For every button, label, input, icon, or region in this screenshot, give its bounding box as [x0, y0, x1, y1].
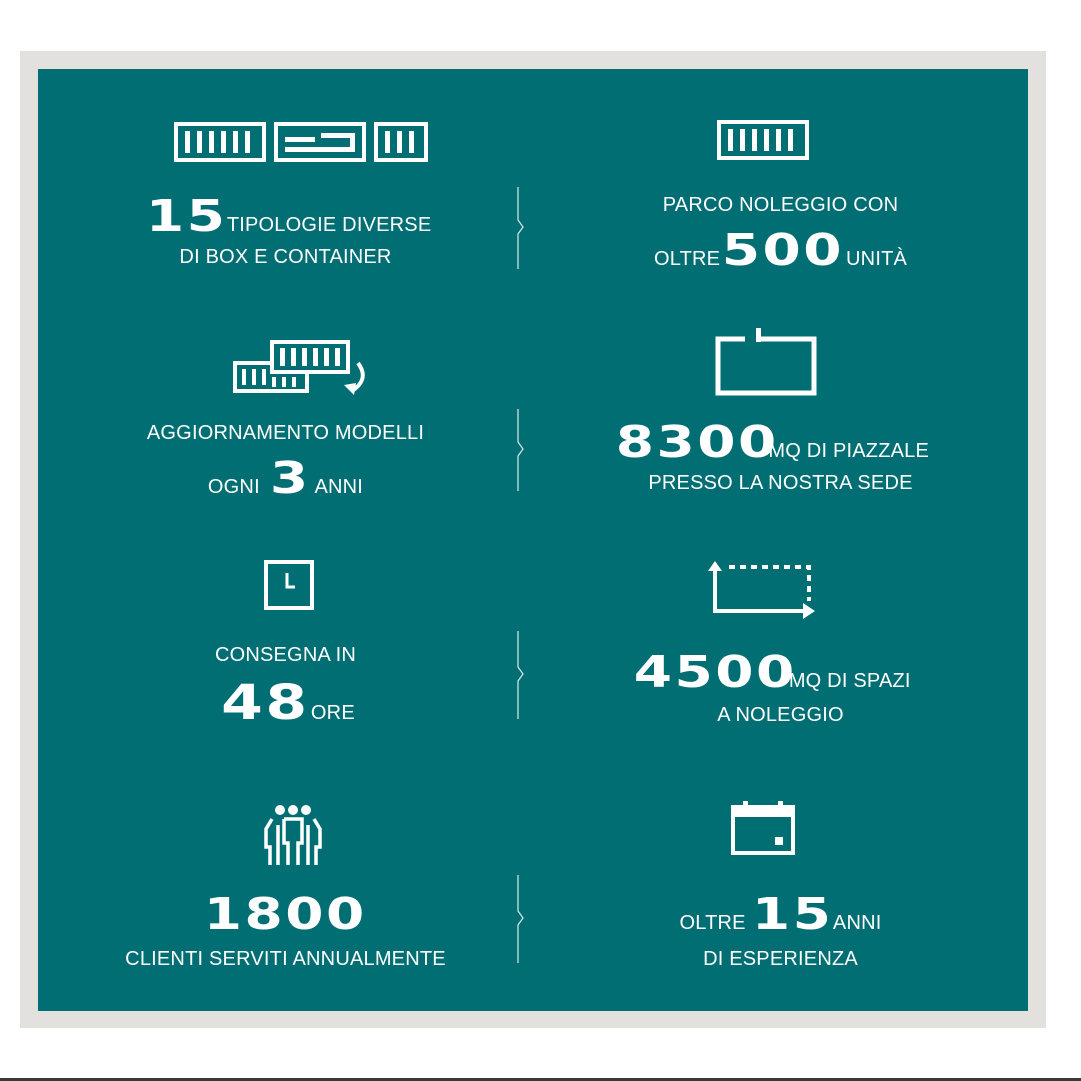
stat-label: ANNI — [314, 476, 364, 498]
stat-label: UNITÀ — [846, 248, 908, 270]
stat-label: CLIENTI SERVITI ANNUALMENTE — [125, 948, 446, 970]
stat-box-types: 15TIPOLOGIE DIVERSE DI BOX E CONTAINER — [38, 69, 533, 289]
stat-number: 4500 — [634, 647, 798, 698]
stat-number: 15 — [145, 191, 227, 242]
clock-icon — [264, 560, 314, 610]
stat-yard-area: 8300MQ DI PIAZZALE PRESSO LA NOSTRA SEDE — [533, 299, 1028, 519]
stat-label: MQ DI PIAZZALE — [768, 440, 930, 462]
container-icon — [717, 120, 809, 160]
container-swap-icon — [233, 340, 365, 395]
stat-delivery: CONSEGNA IN 48ORE — [38, 529, 533, 749]
stat-label: ORE — [310, 702, 355, 724]
stat-label: DI BOX E CONTAINER — [179, 246, 392, 268]
stat-number: 8300 — [615, 417, 779, 468]
stat-label: OLTRE — [679, 912, 746, 934]
stat-label: MQ DI SPAZI — [788, 670, 911, 692]
divider — [517, 187, 524, 269]
containers-icon — [174, 122, 428, 162]
stat-number: 1800 — [203, 889, 368, 940]
stat-rental-fleet: PARCO NOLEGGIO CON OLTRE500UNITÀ — [533, 69, 1028, 289]
stat-clients: 1800 CLIENTI SERVITI ANNUALMENTE — [38, 769, 533, 999]
stat-label: PRESSO LA NOSTRA SEDE — [648, 472, 913, 494]
stat-label: CONSEGNA IN — [214, 644, 357, 666]
divider — [517, 409, 524, 491]
yard-outline-icon — [715, 328, 817, 396]
stat-label: OLTRE — [653, 248, 721, 270]
bottom-border — [0, 1078, 1081, 1081]
stat-label: TIPOLOGIE DIVERSE — [226, 214, 432, 236]
divider — [517, 631, 524, 719]
people-icon — [264, 805, 322, 865]
stat-number: 3 — [269, 453, 311, 504]
stat-label: OGNI — [207, 476, 260, 498]
stat-label: DI ESPERIENZA — [703, 948, 858, 970]
stat-label: PARCO NOLEGGIO CON — [662, 194, 899, 216]
stat-label: AGGIORNAMENTO MODELLI — [146, 422, 425, 444]
stats-panel: 15TIPOLOGIE DIVERSE DI BOX E CONTAINER P… — [38, 69, 1028, 1011]
stat-number: 15 — [751, 889, 834, 940]
stat-label: ANNI — [832, 912, 882, 934]
stat-number: 48 — [221, 675, 310, 731]
area-expand-icon — [708, 561, 815, 619]
stat-number: 500 — [721, 225, 845, 276]
stat-label: A NOLEGGIO — [717, 704, 844, 726]
calendar-icon — [731, 801, 795, 855]
divider — [517, 875, 524, 963]
stat-rental-space: 4500MQ DI SPAZI A NOLEGGIO — [533, 529, 1028, 749]
